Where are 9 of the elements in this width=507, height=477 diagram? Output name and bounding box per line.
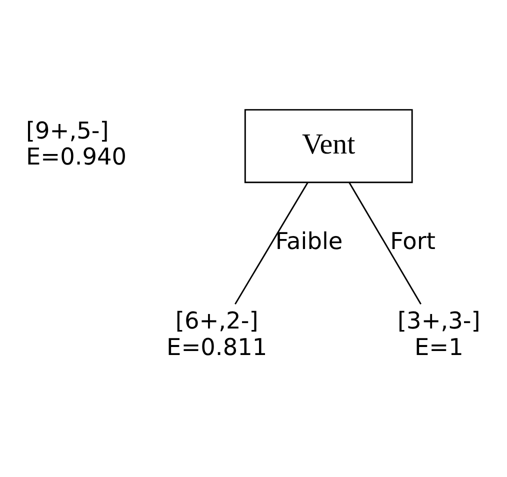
connector	[348, 182, 422, 304]
node-label: E=0.940	[26, 143, 127, 170]
node-text: [6+,2-] E=0.811	[166, 307, 268, 360]
node-box: Vent	[244, 108, 413, 183]
node-text: [3+,3-] E=1	[398, 307, 480, 360]
node-label: [9+,5-]	[26, 117, 109, 144]
connector	[234, 182, 308, 304]
edge-label: Fort	[390, 227, 436, 254]
edge-label: Faible	[275, 227, 343, 254]
